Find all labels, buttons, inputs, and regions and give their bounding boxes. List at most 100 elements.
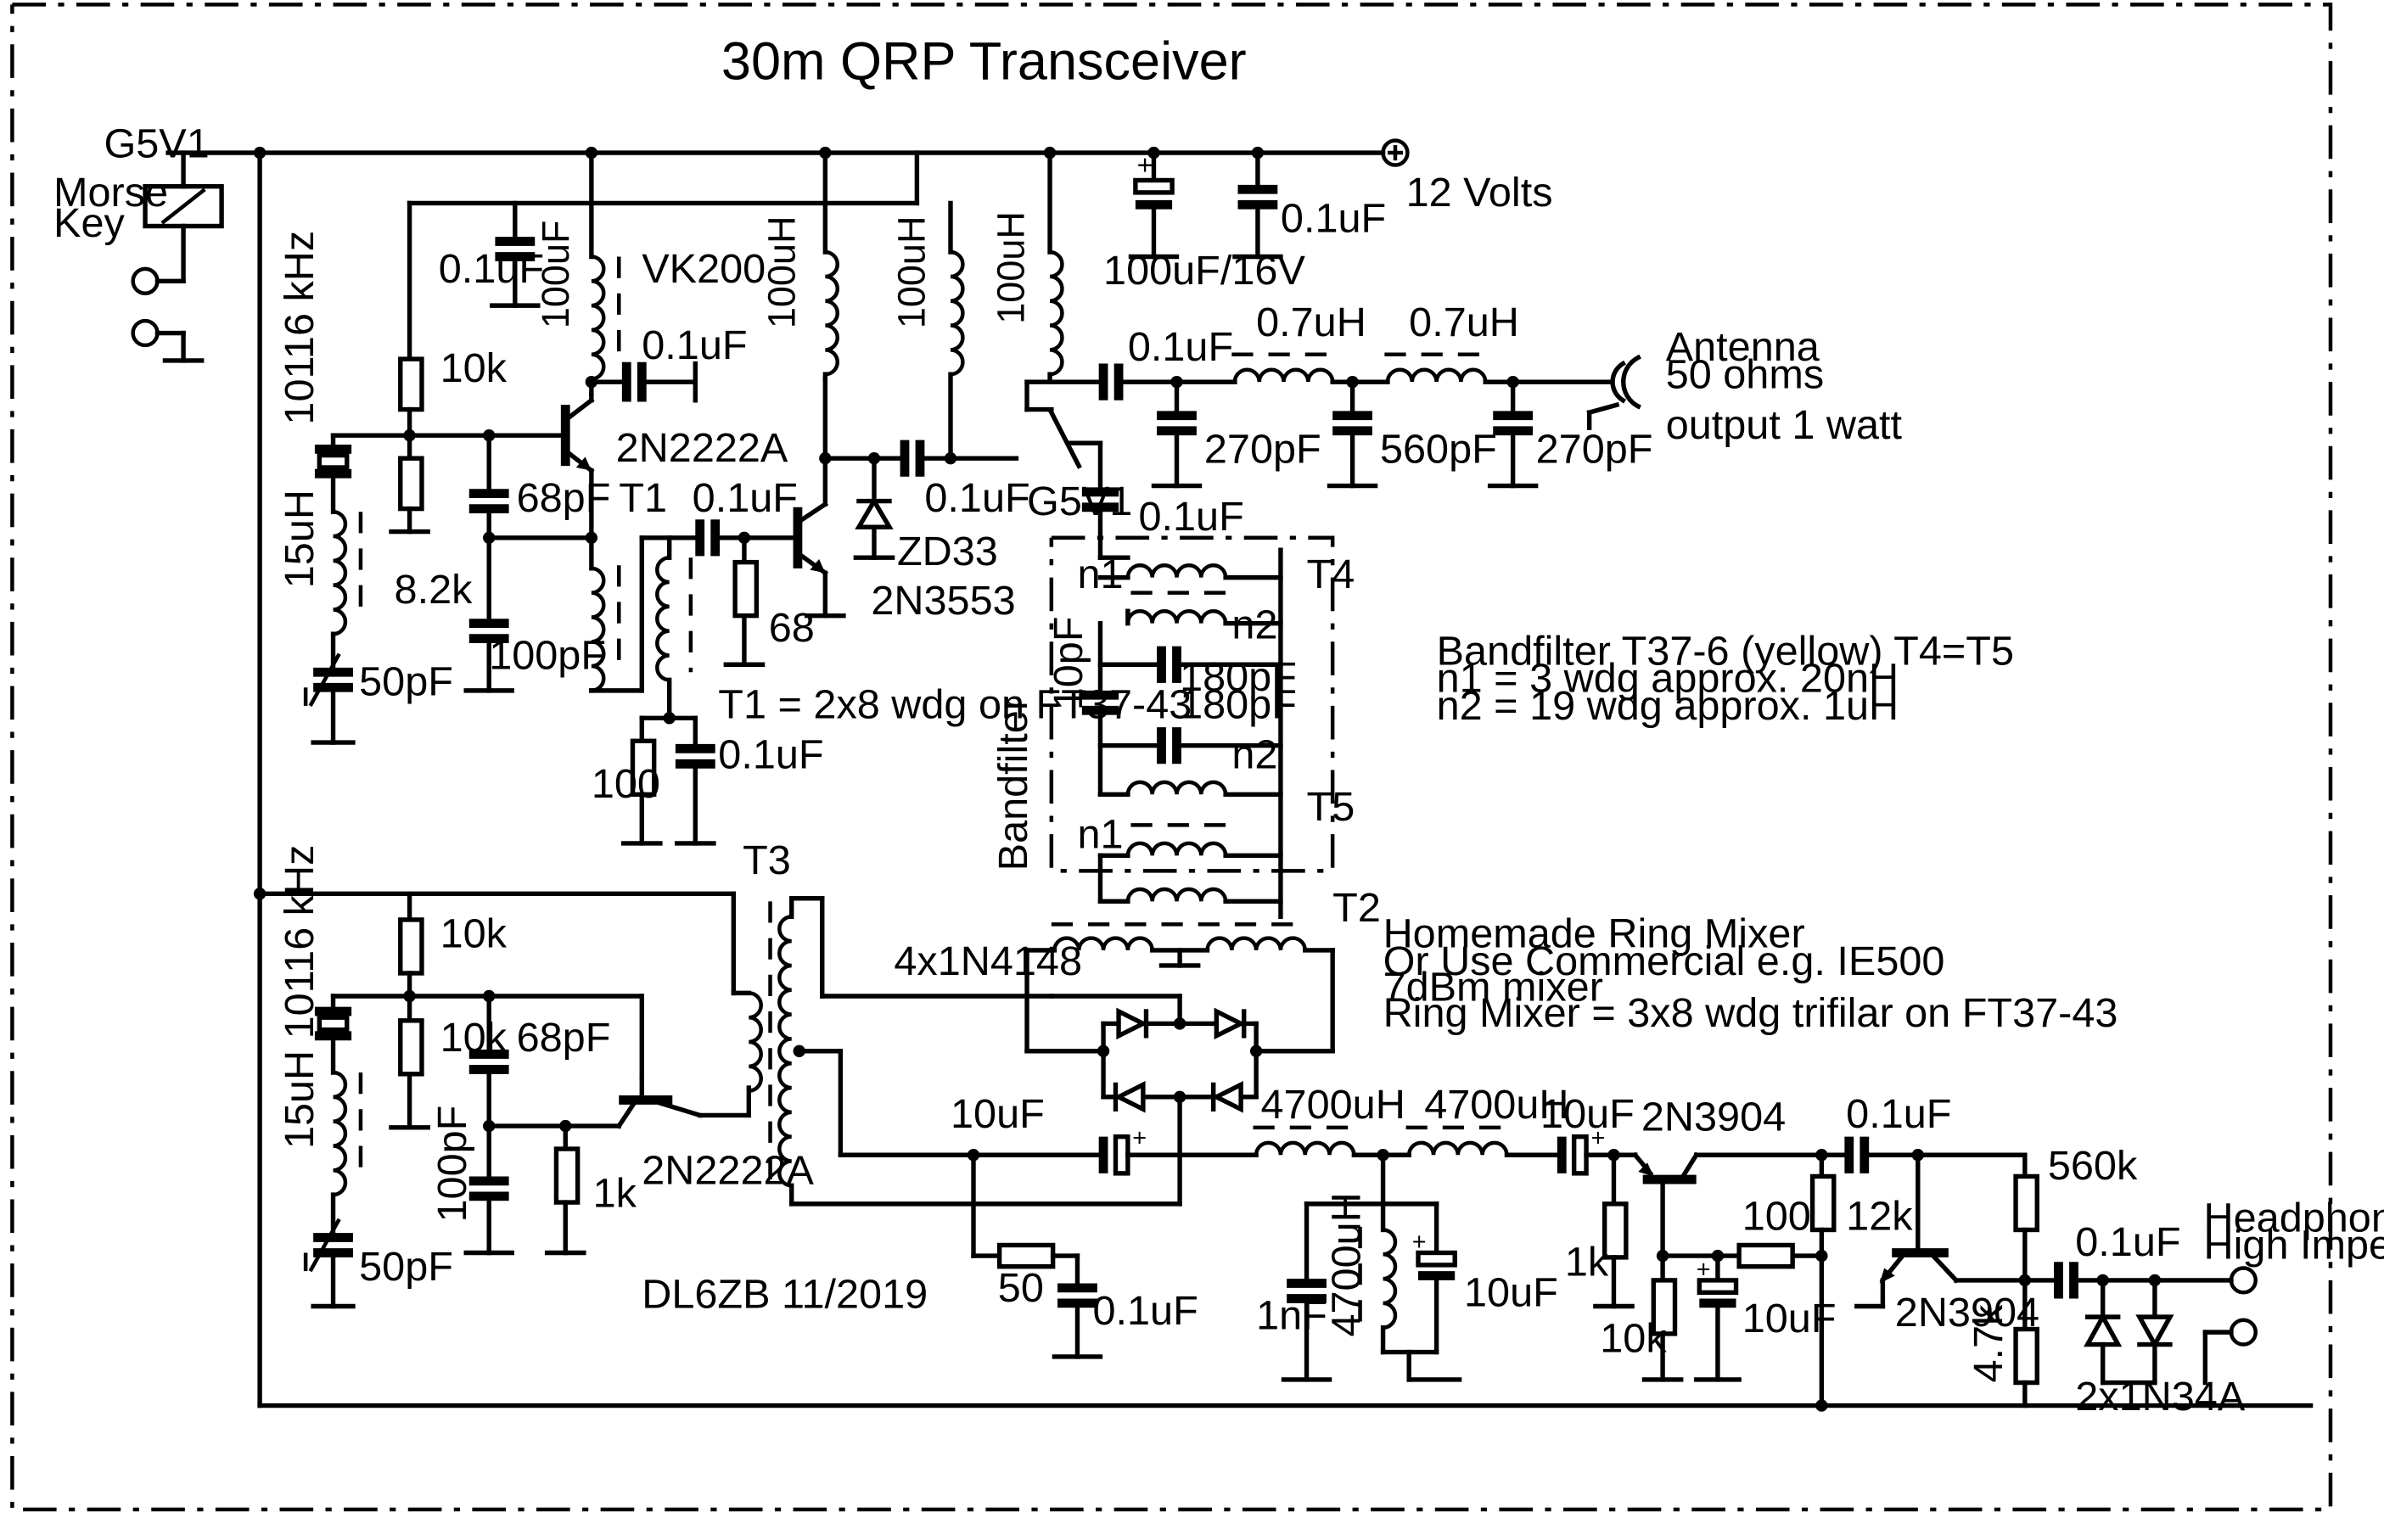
t1-cap-label: 0.1uF xyxy=(718,732,823,778)
relay-coil xyxy=(143,150,224,284)
bandfilter-in-cap xyxy=(1081,487,1130,560)
bandfilter-note-3: n2 = 19 wdg approx. 1uH xyxy=(1437,683,1899,729)
author-note: DL6ZB 11/2019 xyxy=(642,1271,928,1317)
antenna-label: Antenna xyxy=(1666,324,1820,370)
audio-filter-c2-label: 10uF xyxy=(1464,1270,1558,1316)
t1-cap xyxy=(674,715,716,846)
audio-filter-l3-label: 4700uH xyxy=(1324,1192,1370,1336)
osc-tx-bypass xyxy=(589,361,698,403)
pa-choke-3-label: 100uH xyxy=(989,211,1032,324)
title: 30m QRP Transceiver xyxy=(721,32,1247,92)
n2-b-label: n2 xyxy=(1231,732,1277,778)
supply-electrolytic-cap: + xyxy=(1128,149,1180,260)
audio-c-cpl xyxy=(1819,1136,2028,1173)
osc-tx-r-bottom-label: 8.2k xyxy=(395,567,474,613)
drawing-frame xyxy=(10,3,2333,1512)
lpf-c2-label: 560pF xyxy=(1380,427,1497,473)
lpf-l2-label: 0.7uH xyxy=(1409,300,1519,345)
relay-switch xyxy=(1024,379,1103,495)
osc-tx-crystal-label: 10116 kHz xyxy=(277,231,323,425)
svg-text:+: + xyxy=(1697,1256,1711,1283)
osc-rx-c1 xyxy=(468,994,509,1184)
audio-filter-c1-label: 1nF xyxy=(1256,1293,1327,1339)
osc-tx-transistor-label: 2N2222A xyxy=(616,425,788,471)
n2-a-label: n2 xyxy=(1231,602,1277,648)
audio-r-b-label: 10k xyxy=(1600,1316,1667,1362)
audio-filter-l2-label: 4700uH xyxy=(1424,1082,1568,1128)
osc-rx-emitter-r-label: 1k xyxy=(593,1170,637,1216)
mixer-note-4: Ring Mixer = 3x8 wdg trifilar on FT37-43 xyxy=(1383,990,2118,1036)
lpf-l1-label: 0.7uH xyxy=(1256,300,1366,345)
transformer-t1 xyxy=(585,531,693,720)
pa-coupling-cap xyxy=(695,519,798,557)
osc-rx-r-bottom xyxy=(389,994,430,1130)
pa-choke-2-label: 100uH xyxy=(889,216,933,329)
n1-b-label: n1 xyxy=(1077,811,1123,857)
osc-rx-c2-label: 100pF xyxy=(429,1106,475,1223)
audio-r-fb xyxy=(1736,1242,1825,1269)
morse-key-terminals[interactable] xyxy=(131,266,205,363)
audio-filter-tank: + xyxy=(1281,1152,1462,1382)
t3-label: T3 xyxy=(743,837,791,883)
osc-tx-trimmer-label: 50pF xyxy=(359,658,453,704)
bandfilter-note-1: Bandfilter T37-6 (yellow) T4=T5 xyxy=(1437,628,2014,674)
osc-tx-c2 xyxy=(463,619,514,693)
osc-tx-decouple-cap xyxy=(490,200,541,308)
headphones-label-1: Headphones xyxy=(2204,1195,2384,1240)
pa-coupling-cap-label: 0.1uF xyxy=(693,475,798,521)
antenna-connector[interactable] xyxy=(1586,354,1641,430)
supply-rail xyxy=(165,138,2314,1408)
svg-text:+: + xyxy=(1132,1124,1147,1151)
audio-r-e-label: 1k xyxy=(1565,1239,1609,1285)
t1-resistor xyxy=(620,715,663,846)
headphones-jack[interactable] xyxy=(2202,1266,2258,1386)
osc-tx-c2-label: 100pF xyxy=(489,633,606,679)
audio-transistor-1-label: 2N3904 xyxy=(1641,1094,1786,1140)
mixer-note-2: Or Use Commercial e.g. IE500 xyxy=(1383,938,1945,984)
lpf-l1 xyxy=(1231,352,1390,384)
osc-tx-c1 xyxy=(468,433,509,626)
supply-cap-label: 0.1uF xyxy=(1281,196,1386,242)
lpf-c3-label: 270pF xyxy=(1536,427,1653,473)
lpf-c1-label: 270pF xyxy=(1204,427,1321,473)
audio-filter-l1-label: 4700uH xyxy=(1261,1082,1405,1128)
pa-transistor xyxy=(793,376,846,619)
audio-r-b xyxy=(1641,1253,1684,1382)
t5-label: T5 xyxy=(1307,784,1355,830)
pa-choke-3 xyxy=(1047,249,1064,384)
antenna-impedance: 50 ohms xyxy=(1666,351,1824,397)
bandfilter-output xyxy=(1097,887,1283,904)
t1-note: T1 = 2x8 wdg on FT37-43 xyxy=(718,681,1192,727)
lpf-c3 xyxy=(1487,379,1539,489)
audio-r-c2-label: 560k xyxy=(2048,1143,2138,1189)
mixer-out-cap-label: 10uF xyxy=(951,1091,1045,1137)
osc-tx-choke xyxy=(589,255,621,397)
osc-tx-transistor xyxy=(560,391,595,571)
audio-filter-l2 xyxy=(1405,1125,1562,1157)
lpf-c2 xyxy=(1327,379,1378,489)
osc-rx-inductor xyxy=(330,1070,363,1240)
osc-rx-transistor xyxy=(615,994,752,1129)
audio-r-e xyxy=(1593,1152,1635,1309)
detector-label: 2x1N34A xyxy=(2075,1374,2246,1420)
osc-tx-r-top xyxy=(398,356,424,438)
osc-rx-inductor-label: 15uH xyxy=(277,1050,323,1149)
osc-tx-inductor xyxy=(330,509,363,675)
supply-label: 12 Volts xyxy=(1406,170,1553,216)
osc-rx-emitter-r xyxy=(544,1123,586,1256)
audio-transistor-1 xyxy=(1611,1151,1825,1258)
osc-tx-choke-label: 100uF xyxy=(534,221,577,329)
transformer-t2 xyxy=(1024,922,1335,1054)
audio-c-dec: + xyxy=(1694,1253,1742,1382)
antenna-power: output 1 watt xyxy=(1666,402,1903,448)
osc-rx-crystal-label: 10116 kHz xyxy=(277,845,323,1039)
t1-label: T1 xyxy=(619,475,667,521)
pa-base-resistor-label: 68 xyxy=(769,605,815,651)
supply-cap xyxy=(1232,150,1283,260)
pa-base-resistor xyxy=(723,535,766,667)
mixer-note-1: Homemade Ring Mixer xyxy=(1383,910,1805,956)
osc-tx-inductor-label: 15uH xyxy=(277,490,323,588)
bandfilter-c1-label: 180pF xyxy=(1180,654,1297,700)
osc-tx-c1-label: 68pF xyxy=(517,475,611,521)
mixer-diodes-label: 4x1N4148 xyxy=(894,938,1082,984)
